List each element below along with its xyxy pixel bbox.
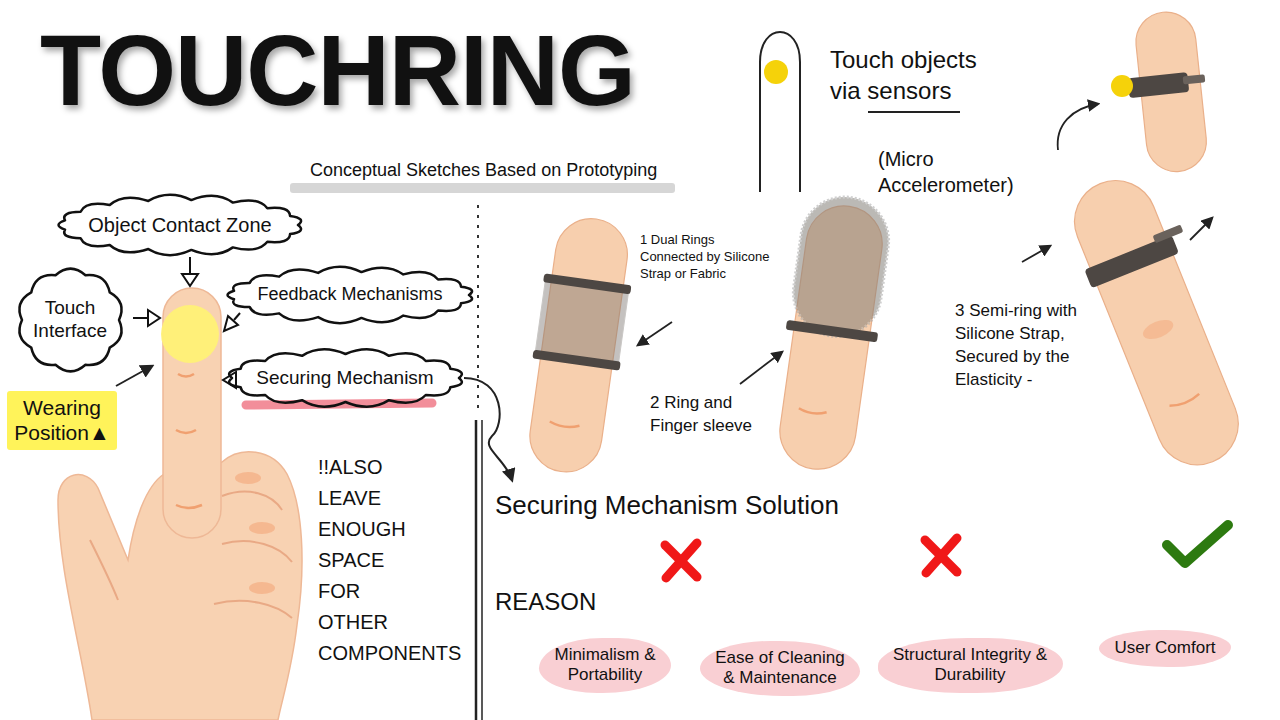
annotation-label: !!ALSO LEAVE ENOUGH SPACE FOR OTHER COMP…: [318, 452, 470, 669]
hollow-arrowhead: [182, 274, 198, 286]
concept-finger-sleeve: [767, 191, 896, 475]
node-text: Securing Mechanism: [255, 367, 435, 390]
accept-mark: [1167, 525, 1228, 563]
leader-line: [116, 366, 152, 386]
annotation-label: Conceptual Sketches Based on Prototyping: [310, 160, 657, 182]
text-underline: [868, 111, 960, 113]
title-text: TOUCHRING: [40, 20, 635, 120]
leader-line: [234, 313, 240, 320]
ring: [543, 273, 631, 294]
knuckle: [249, 582, 275, 594]
concept-cloud: Feedback Mechanisms: [226, 266, 475, 324]
concept-semi-ring: [1057, 161, 1268, 479]
strap-clip: [1183, 74, 1206, 84]
concept-dual-rings: [517, 213, 640, 478]
highlight-band: [290, 183, 675, 193]
finger-crease: [549, 421, 579, 428]
node-text: Touch Interface: [32, 297, 108, 343]
finger-sleeve: [788, 191, 895, 342]
node-text: Wearing Position▲: [13, 395, 111, 445]
leader-line: [133, 317, 148, 319]
flow-arrow: [464, 378, 512, 480]
node-text: Ease of Cleaning & Maintenance: [714, 648, 846, 689]
contact-zone-dot: [161, 305, 219, 363]
concept-cloud: Object Contact Zone: [57, 194, 304, 256]
concept-cloud: Securing Mechanism: [226, 348, 465, 408]
leader-line: [740, 352, 782, 384]
node-text: Minimalism & Portability: [553, 645, 657, 686]
semi-ring: [1084, 235, 1179, 289]
reject-mark: [925, 538, 957, 573]
cloud-path: [227, 267, 472, 323]
reject-mark: [665, 543, 697, 578]
strap-clip: [1153, 225, 1184, 244]
node-text: Object Contact Zone: [87, 213, 273, 237]
annotation-label: 3 Semi-ring with Silicone Strap, Secured…: [955, 300, 1095, 392]
leader-line: [1190, 218, 1212, 240]
divider-line: [481, 420, 483, 720]
reason-tag: User Comfort: [1099, 630, 1231, 667]
annotation-label: 2 Ring and Finger sleeve: [650, 392, 765, 438]
reason-tag: Structural Integrity & Durability: [878, 638, 1063, 693]
hollow-arrowhead: [224, 316, 238, 331]
finger-crease: [176, 430, 196, 433]
left-hand: [58, 288, 302, 720]
reason-tag: Ease of Cleaning & Maintenance: [700, 641, 860, 696]
node-text: Structural Integrity & Durability: [892, 645, 1049, 686]
leader-line: [1058, 104, 1098, 150]
annotation-label: 1 Dual Rings Connected by Silicone Strap…: [640, 232, 780, 283]
knuckle: [235, 472, 261, 484]
finger-curl: [214, 601, 292, 618]
finger-curl: [222, 541, 292, 562]
finger: [525, 214, 632, 477]
leader-line: [638, 322, 672, 345]
node-text: User Comfort: [1113, 638, 1217, 658]
semi-ring: [1128, 72, 1190, 98]
concept-cloud: Touch Interface: [16, 267, 125, 373]
cloud-path: [19, 269, 121, 372]
reason-tag: Minimalism & Portability: [539, 638, 671, 693]
hollow-arrowhead: [148, 310, 160, 326]
knuckle: [1140, 316, 1176, 343]
cloud-path: [58, 195, 301, 255]
annotation-label: Touch objects via sensors: [830, 44, 1005, 106]
annotation-label: (Micro Accelerometer): [878, 146, 1038, 198]
annotation-label: REASON: [495, 588, 596, 617]
fingertip-outline: [760, 32, 800, 192]
knuckle: [249, 522, 275, 534]
finger-crease: [1170, 394, 1201, 409]
finger-crease: [176, 505, 202, 508]
sensor-dot: [1111, 75, 1133, 97]
leader-line: [1022, 246, 1050, 262]
worn-ring-sketch: [1121, 9, 1214, 176]
node-text: Feedback Mechanisms: [256, 284, 444, 306]
finger-crease: [178, 374, 194, 377]
annotation-label: Securing Mechanism Solution: [495, 490, 839, 521]
cloud-path: [229, 349, 462, 406]
ring: [786, 320, 878, 343]
highlight-box: Wearing Position▲: [7, 391, 117, 450]
divider-line: [475, 420, 478, 720]
thumb-crease: [90, 540, 118, 600]
leader-line: [189, 257, 191, 274]
cross-stroke: [926, 538, 957, 573]
finger-curl: [222, 492, 282, 510]
cross-stroke: [666, 543, 697, 578]
finger: [1062, 168, 1250, 477]
ring: [532, 350, 620, 371]
finger-crease: [798, 408, 826, 415]
sensor-dot: [764, 60, 788, 84]
